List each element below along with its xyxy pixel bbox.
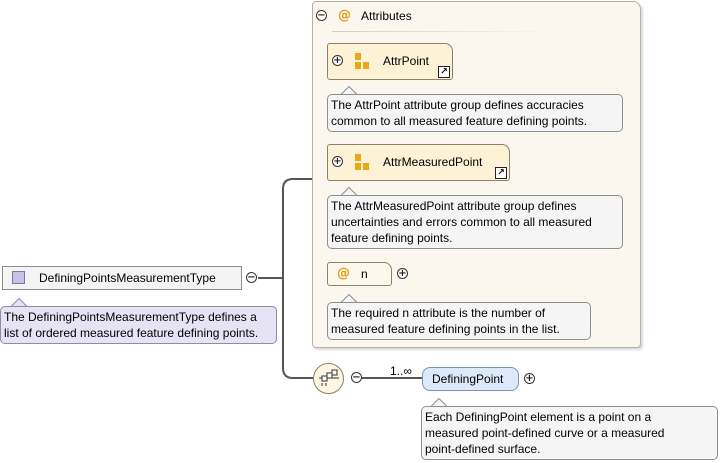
attribute-group-icon: [355, 53, 370, 69]
definingpoint-annotation: Each DefiningPoint element is a point on…: [421, 406, 718, 460]
root-type-note-tail: [11, 298, 27, 307]
definingpoint-annotation-line-2: measured point-defined curve or a measur…: [425, 426, 665, 440]
attribute-n-annotation-line-1: The required n attribute is the number o…: [331, 306, 546, 320]
complex-type-icon: [12, 271, 25, 284]
root-type-annotation-line-1: The DefiningPointsMeasurementType define…: [4, 310, 257, 324]
attributes-header-divider: [332, 31, 556, 32]
attribute-at-icon: @: [337, 266, 350, 281]
attrpoint-expand-icon[interactable]: +: [332, 55, 343, 66]
attribute-group-icon: [355, 154, 370, 170]
attrmeasuredpoint-annotation-line-3: feature defining points.: [331, 231, 453, 245]
attributes-at-icon: @: [338, 8, 351, 23]
attribute-n-label: n: [361, 267, 368, 281]
root-type-label: DefiningPointsMeasurementType: [39, 271, 216, 285]
attrpoint-annotation: The AttrPoint attribute group defines ac…: [327, 94, 623, 132]
attributes-header-label: Attributes: [361, 9, 412, 23]
attribute-n-box[interactable]: [327, 262, 392, 286]
sequence-cardinality: 1..∞: [390, 364, 412, 378]
attributes-collapse-icon[interactable]: −: [316, 10, 327, 21]
root-to-attributes-line: [258, 178, 312, 279]
attribute-n-annotation-line-2: measured feature defining points in the …: [331, 322, 560, 336]
link-arrow-icon[interactable]: ↗: [495, 167, 507, 179]
root-type-annotation-line-2: list of ordered measured feature definin…: [4, 326, 259, 340]
attrmeasuredpoint-annotation-line-2: uncertainties and errors common to all m…: [331, 215, 592, 229]
definingpoint-expand-icon[interactable]: +: [524, 373, 535, 384]
attribute-n-note-tail: [341, 294, 357, 303]
definingpoint-label: DefiningPoint: [432, 372, 504, 386]
link-arrow-icon[interactable]: ↗: [438, 66, 450, 78]
sequence-compositor[interactable]: [313, 363, 344, 394]
attrpoint-label: AttrPoint: [383, 54, 430, 68]
sequence-collapse-icon[interactable]: −: [351, 372, 362, 383]
attrmeasuredpoint-annotation: The AttrMeasuredPoint attribute group de…: [327, 195, 623, 249]
attribute-n-annotation: The required n attribute is the number o…: [327, 302, 591, 340]
definingpoint-annotation-line-3: point-defined surface.: [425, 442, 541, 456]
attrpoint-note-tail: [341, 86, 357, 95]
definingpoint-annotation-line-1: Each DefiningPoint element is a point on…: [425, 410, 652, 424]
attrmeasuredpoint-label: AttrMeasuredPoint: [383, 155, 483, 169]
root-to-sequence-line: [258, 277, 313, 379]
definingpoint-note-tail: [431, 398, 447, 407]
attrmeasuredpoint-expand-icon[interactable]: +: [332, 156, 343, 167]
attrmeasuredpoint-group-box[interactable]: [327, 144, 510, 181]
attrpoint-annotation-line-2: common to all measured feature defining …: [331, 114, 588, 128]
root-type-collapse-icon[interactable]: −: [246, 272, 257, 283]
attrpoint-group-box[interactable]: [327, 43, 453, 80]
attribute-n-expand-icon[interactable]: +: [397, 268, 408, 279]
attrmeasuredpoint-note-tail: [341, 187, 357, 196]
attrmeasuredpoint-annotation-line-1: The AttrMeasuredPoint attribute group de…: [331, 199, 577, 213]
root-type-box[interactable]: [2, 266, 242, 290]
sequence-icon: [319, 369, 339, 386]
definingpoint-element-box[interactable]: [422, 367, 519, 391]
attrpoint-annotation-line-1: The AttrPoint attribute group defines ac…: [331, 98, 584, 112]
root-type-annotation: The DefiningPointsMeasurementType define…: [0, 306, 277, 344]
